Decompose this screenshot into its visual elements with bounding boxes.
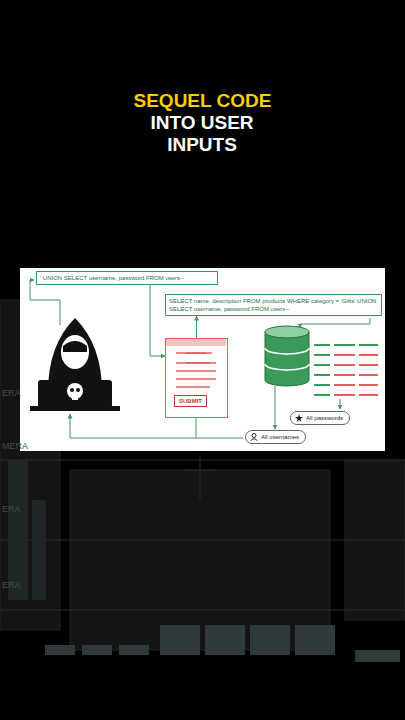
white-panel: [20, 268, 385, 451]
star-icon: [295, 414, 303, 422]
user-icon: [250, 433, 258, 441]
background-label: MERA: [2, 441, 42, 452]
grid-lines: [0, 455, 405, 610]
injection-input-box: ' UNION SELECT username, password FROM u…: [36, 271, 218, 285]
result-label: All passwords: [306, 414, 343, 422]
background-label: ERA: [2, 504, 42, 515]
subtitle: INTO USER INPUTS: [132, 112, 272, 156]
sql-code: SELECT name, description FROM products W…: [169, 297, 378, 313]
background-label: ERA: [2, 388, 42, 399]
bar-strips: [8, 460, 46, 600]
result-pill: All usernames: [245, 430, 306, 444]
database-cylinder: [265, 326, 309, 386]
background-label: ERA: [2, 580, 42, 591]
connector: [196, 316, 197, 338]
result-label: All usernames: [261, 433, 299, 441]
hacker-figure: [30, 318, 120, 411]
data-table-rows: [314, 345, 378, 395]
title: SEQUEL CODE: [0, 90, 405, 112]
result-pill: All passwords: [290, 411, 350, 425]
submit-button: SUBMIT: [174, 395, 207, 407]
status-blocks: [45, 625, 400, 662]
sql-code: ' UNION SELECT username, password FROM u…: [40, 274, 214, 282]
web-form: SUBMIT: [165, 338, 228, 418]
connector: [150, 285, 165, 356]
query-box: SELECT name, description FROM products W…: [165, 294, 382, 316]
